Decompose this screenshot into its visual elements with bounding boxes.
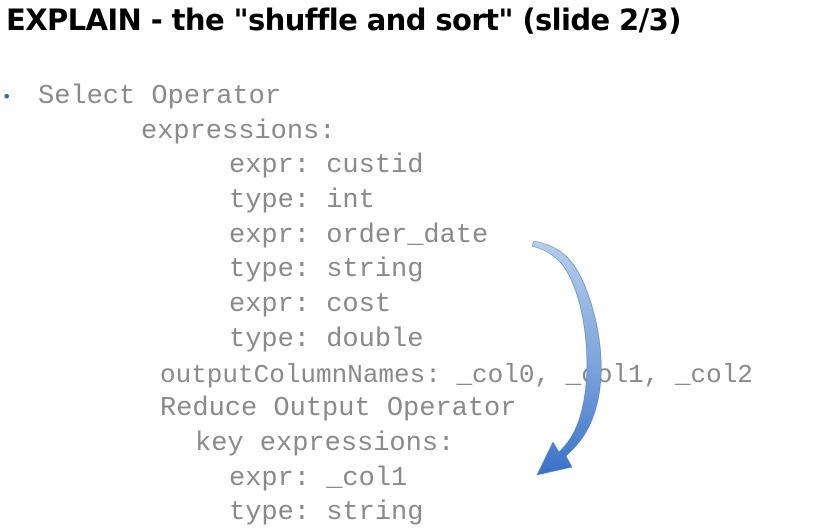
slide-title: EXPLAIN - the "shuffle and sort" (slide … [6, 3, 681, 37]
code-line-key-expressions: key expressions: [195, 429, 455, 459]
code-line-expressions: expressions: [141, 117, 336, 147]
code-line-type-double: type: double [229, 325, 424, 355]
code-line-expr-cost: expr: cost [229, 290, 392, 320]
code-line-reduce-output-operator: Reduce Output Operator [160, 394, 517, 424]
code-line-type-int: type: int [229, 186, 375, 216]
code-line-expr-custid: expr: custid [229, 151, 424, 181]
bullet-dot: • [2, 87, 12, 106]
code-line-expr-col1: expr: _col1 [229, 464, 408, 494]
code-line-select-operator: Select Operator [38, 82, 282, 112]
code-line-type-string-2: type: string [229, 498, 424, 528]
code-line-expr-order-date: expr: order_date [229, 221, 489, 251]
code-line-type-string: type: string [229, 255, 424, 285]
code-line-output-column-names: outputColumnNames: _col0, _col1, _col2 [160, 360, 753, 390]
